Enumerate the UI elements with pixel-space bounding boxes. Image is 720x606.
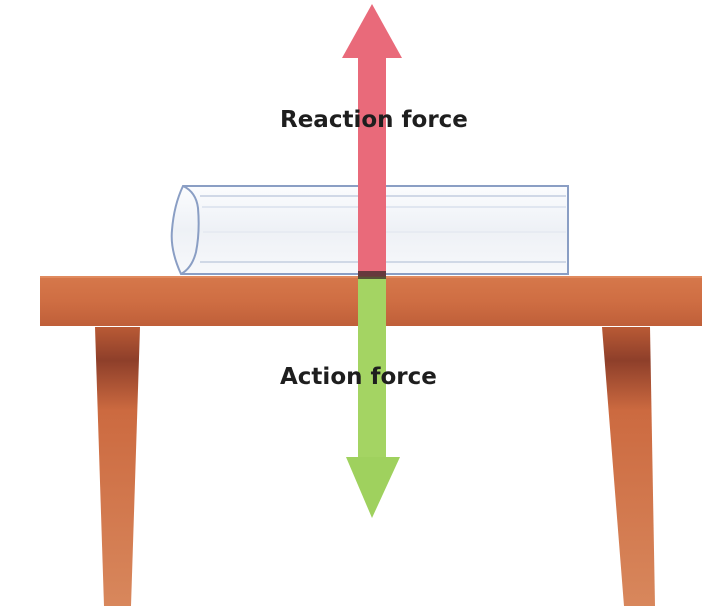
contact-point <box>358 271 386 279</box>
table-leg-left <box>95 327 140 606</box>
reaction-force-label: Reaction force <box>280 107 468 133</box>
table-leg-right <box>602 327 655 606</box>
action-force-arrow <box>346 277 400 518</box>
action-force-label: Action force <box>280 364 437 390</box>
reaction-force-arrow <box>342 4 402 276</box>
